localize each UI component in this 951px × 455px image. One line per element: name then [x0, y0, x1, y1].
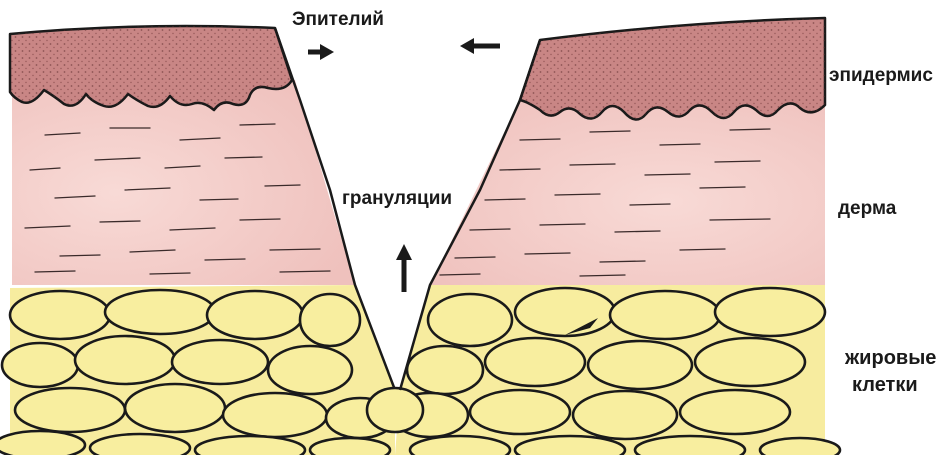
dermis-label: дерма: [838, 199, 896, 218]
left-tissue-block: [0, 26, 395, 455]
left-fat-cells: [0, 290, 394, 455]
left-arrow: [460, 38, 500, 54]
granulation-label: грануляции: [342, 189, 452, 208]
epidermis-label: эпидермис: [829, 66, 933, 85]
right-fat-cells: [367, 288, 840, 455]
fat-cells-label-line1: жировые: [845, 348, 936, 368]
up-arrow: [396, 244, 412, 292]
right-arrow: [308, 44, 334, 60]
fat-cells-label-line2: клетки: [852, 375, 918, 395]
right-tissue-block: [367, 18, 840, 455]
epithelium-label: Эпителий: [292, 10, 384, 29]
